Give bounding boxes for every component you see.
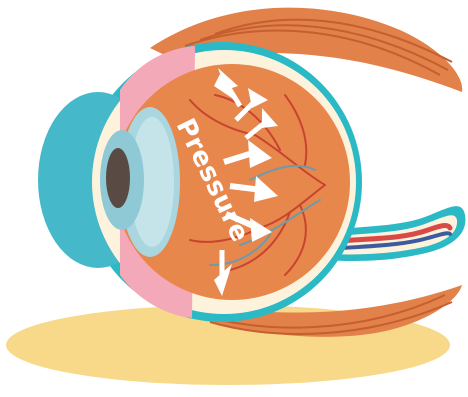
pupil bbox=[106, 148, 130, 208]
